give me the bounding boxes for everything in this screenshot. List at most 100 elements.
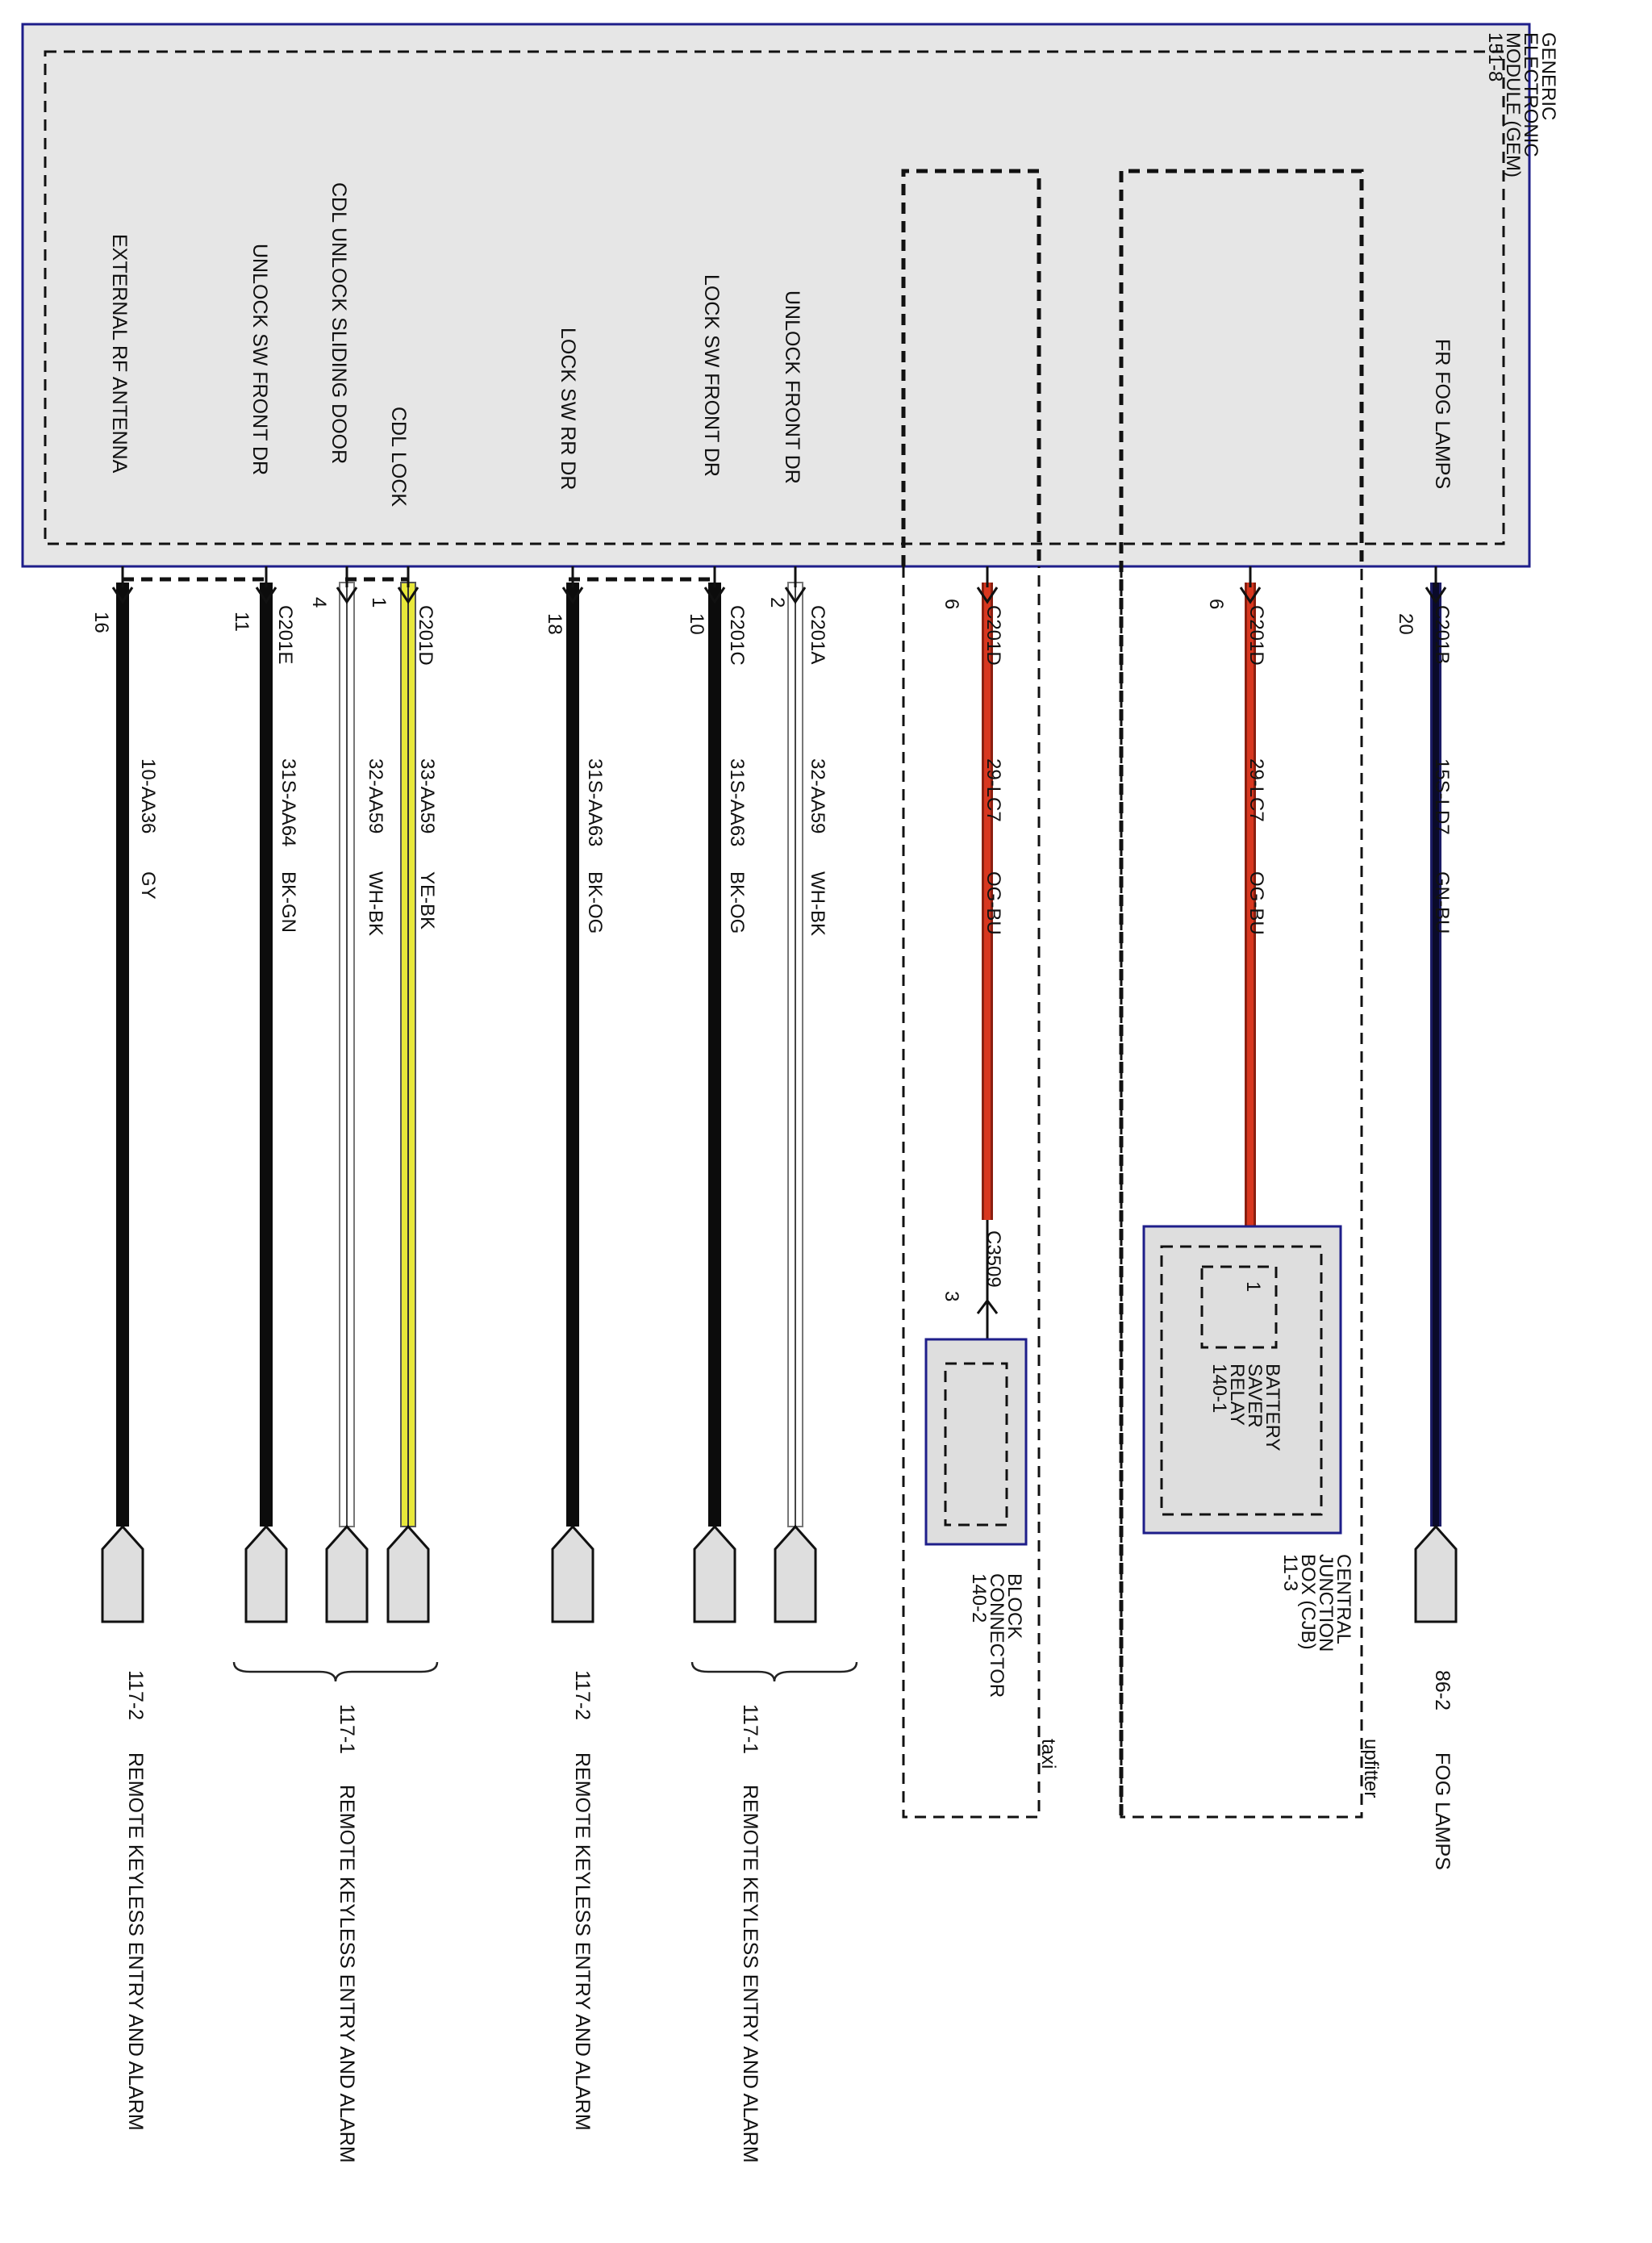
upfitter-option-outline-bottom [1120,566,1363,1819]
taxi-option-label: taxi [1037,1739,1059,1769]
offpage-lock-sw-front [693,1524,736,1623]
cjb-label-line-3: BOX (CJB) [1297,1554,1319,1650]
circuit-label-lock-sw-rr: 31S-AA63 [584,758,606,846]
dest-label-rke-2: REMOTE KEYLESS ENTRY AND ALARM [571,1752,594,2131]
relay-pin-label: 1 [1242,1281,1264,1292]
pin-label-ext-rf: 16 [90,612,112,633]
pin-label-lock-sw-front: 10 [686,613,707,635]
dest-page-fog: 86-2 [1431,1670,1454,1710]
wire-ext-rf [116,583,129,1527]
cjb-inner-dashed [1160,1245,1323,1516]
upfitter-option-region: upfitter [1119,169,1382,1819]
wire-unlock-sw-front [260,583,273,1527]
connector-label-fog: C201B [1431,605,1453,664]
function-label-external-rf-antenna: EXTERNAL RF ANTENNA [108,234,131,474]
offpage-lock-sw-rr [551,1524,594,1623]
connector-arrow-fog [1425,587,1447,604]
gem-title-line-4: 151-8 [1484,32,1506,81]
block-connector-label-line-3: 140-2 [968,1573,990,1623]
end-pin-label-taxi: 3 [941,1291,962,1301]
wire-lock-sw-front [708,583,721,1527]
color-code-fog: GN-BU [1431,871,1453,934]
color-code-unlock-front: WH-BK [807,871,828,936]
offpage-ext-rf [101,1524,144,1623]
destination-labels: 86-2 FOG LAMPS 117-1 REMOTE KEYLESS ENTR… [124,1670,1454,2163]
dest-label-rke-3: REMOTE KEYLESS ENTRY AND ALARM [336,1785,358,2163]
connector-arrow-cdl-unlock-sliding [336,587,358,604]
gem-module-inner-dashed [44,50,1505,545]
color-code-upfitter: OG-BU [1245,871,1267,935]
relay-label-line-1: BATTERY [1262,1364,1283,1451]
wire-upfitter-core [1247,583,1254,1226]
color-code-cdl-unlock-sliding: WH-BK [365,871,386,936]
wire-fog-core [1433,583,1439,1527]
pin-label-unlock-front: 2 [766,597,788,608]
connector-label-upfitter: C201D [1245,605,1267,666]
circuit-label-cdl-lock: 33-AA59 [416,758,438,833]
function-label-cdl-unlock-sliding-door: CDL UNLOCK SLIDING DOOR [327,182,350,464]
circuit-label-unlock-front: 32-AA59 [807,758,828,833]
offpage-connector-group [101,1524,1458,1623]
relay-label-line-2: SAVER [1244,1364,1266,1428]
offpage-unlock-front [774,1524,817,1623]
upfitter-option-label: upfitter [1360,1739,1382,1798]
block-connector-label-line-1: BLOCK [1003,1573,1025,1639]
dest-page-rke-3: 117-1 [336,1704,358,1754]
color-code-unlock-sw-front: BK-GN [277,871,299,933]
block-connector: BLOCK CONNECTOR 140-2 [924,1338,1028,1698]
circuit-label-taxi: 29-LC7 [982,758,1004,822]
offpage-cdl-lock [386,1524,430,1623]
taxi-option-outline-bottom [902,566,1041,1819]
wire-labels: C201B 20 15S-LD7 GN-BU C201D 6 29-LC7 OG… [90,597,1453,1301]
taxi-option-region: taxi [901,169,1059,1819]
cjb-label-line-2: JUNCTION [1315,1554,1337,1652]
circuit-label-lock-sw-front: 31S-AA63 [726,758,748,846]
cjb-label-line-1: CENTRAL [1333,1554,1354,1644]
function-label-fr-fog-lamps: FR FOG LAMPS [1431,339,1454,489]
color-code-ext-rf: GY [137,871,159,900]
gem-module-outline [21,23,1531,568]
connector-arrow-lock-sw-rr [561,587,584,604]
relay-label-line-4: 140-1 [1208,1364,1230,1413]
connector-arrow-lock-sw-front [703,587,726,604]
taxi-option-outline-top [901,169,1041,566]
end-connector-label-taxi: C3509 [982,1230,1004,1288]
circuit-label-unlock-sw-front: 31S-AA64 [277,758,299,846]
pin-label-lock-sw-rr: 18 [544,613,565,635]
connector-label-lock-sw-front: C201C [726,605,748,666]
connector-arrow-unlock-front [784,587,807,604]
connector-arrow-unlock-sw-front [255,587,277,604]
gem-module: GENERIC ELECTRONIC MODULE (GEM) 151-8 FR… [21,23,1559,568]
block-connector-outline [924,1338,1028,1546]
cjb-outline [1142,1225,1342,1535]
offpage-cdl-unlock-sliding [325,1524,369,1623]
gem-title-line-3: MODULE (GEM) [1502,32,1524,178]
pin-label-cdl-unlock-sliding: 4 [308,597,330,608]
dest-page-rke-2: 117-2 [571,1670,594,1720]
battery-saver-relay-pin-box [1200,1265,1278,1349]
gem-title-line-1: GENERIC [1537,32,1559,120]
dest-label-rke-1: REMOTE KEYLESS ENTRY AND ALARM [739,1785,761,2163]
connector-label-unlock-sw-front: C201E [274,605,296,664]
connector-arrow-cdl-lock [397,587,419,604]
dest-page-rke-4: 117-2 [124,1670,147,1720]
cjb-label: CENTRAL JUNCTION BOX (CJB) 11-3 [1279,1554,1354,1652]
offpage-unlock-sw-front [244,1524,288,1623]
brace-cdl-group [232,1661,439,1682]
dest-label-fog: FOG LAMPS [1431,1752,1454,1870]
central-junction-box: 1 BATTERY SAVER RELAY 140-1 CENTRAL JUNC… [1142,1225,1354,1652]
pin-label-fog: 20 [1395,613,1416,635]
gem-title-line-2: ELECTRONIC [1520,32,1541,157]
circuit-label-cdl-unlock-sliding: 32-AA59 [365,758,386,833]
function-label-lock-sw-front-dr: LOCK SW FRONT DR [700,274,723,477]
circuit-label-ext-rf: 10-AA36 [137,758,159,833]
offpage-fog [1414,1524,1458,1623]
wire-group [111,566,1447,1527]
connector-label-cdl-lock: C201D [415,605,436,666]
pin-label-taxi: 6 [941,599,962,609]
connector-arrow-ext-rf [111,587,134,604]
dest-label-rke-4: REMOTE KEYLESS ENTRY AND ALARM [124,1752,147,2131]
brace-unlock-lock-group [690,1661,858,1682]
color-code-lock-sw-front: BK-OG [726,871,748,934]
